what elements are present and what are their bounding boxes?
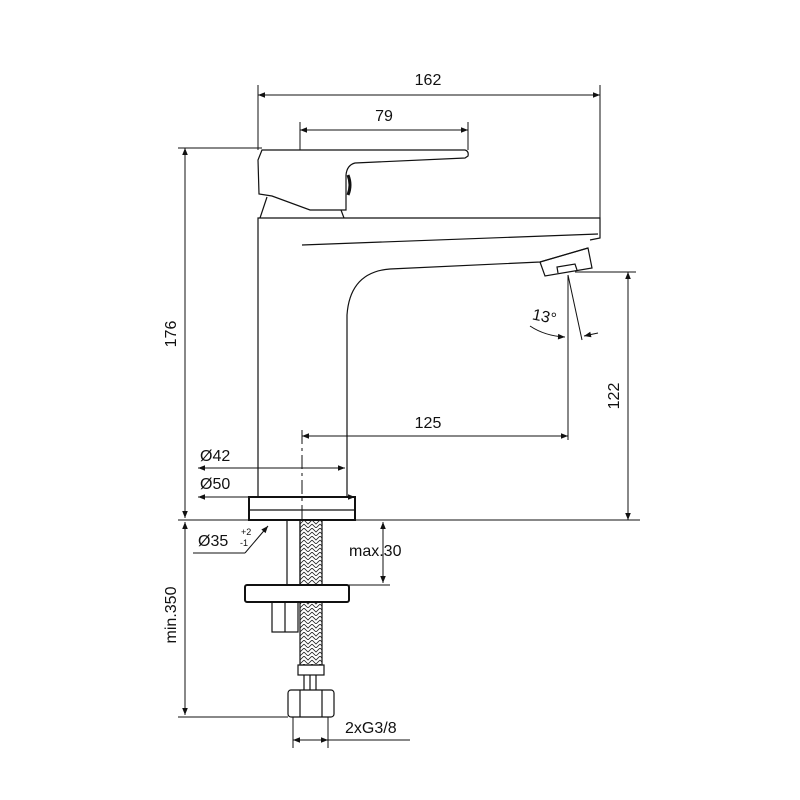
faucet-handle <box>257 149 469 219</box>
dimension-lines <box>178 85 640 748</box>
dim-min-hose: min.350 <box>163 586 180 643</box>
dim-hole-diameter: Ø35 <box>198 533 228 550</box>
dim-body-diameter: Ø42 <box>200 448 230 465</box>
dim-overall-length: 162 <box>415 72 442 89</box>
dim-hole-tol-minus: -1 <box>240 538 248 548</box>
dim-spout-angle: 13° <box>531 306 558 328</box>
dim-max-deck: max.30 <box>349 543 402 560</box>
dim-spout-reach: 125 <box>415 415 442 432</box>
dim-hole-tol-plus: +2 <box>241 527 251 537</box>
dim-connection: 2xG3/8 <box>345 720 397 737</box>
dim-base-diameter: Ø50 <box>200 476 230 493</box>
dim-spout-height: 122 <box>606 383 623 410</box>
base-and-fixing <box>244 430 356 718</box>
faucet-body <box>257 217 601 497</box>
dim-overall-height: 176 <box>163 321 180 348</box>
dim-handle-length: 79 <box>375 108 393 125</box>
